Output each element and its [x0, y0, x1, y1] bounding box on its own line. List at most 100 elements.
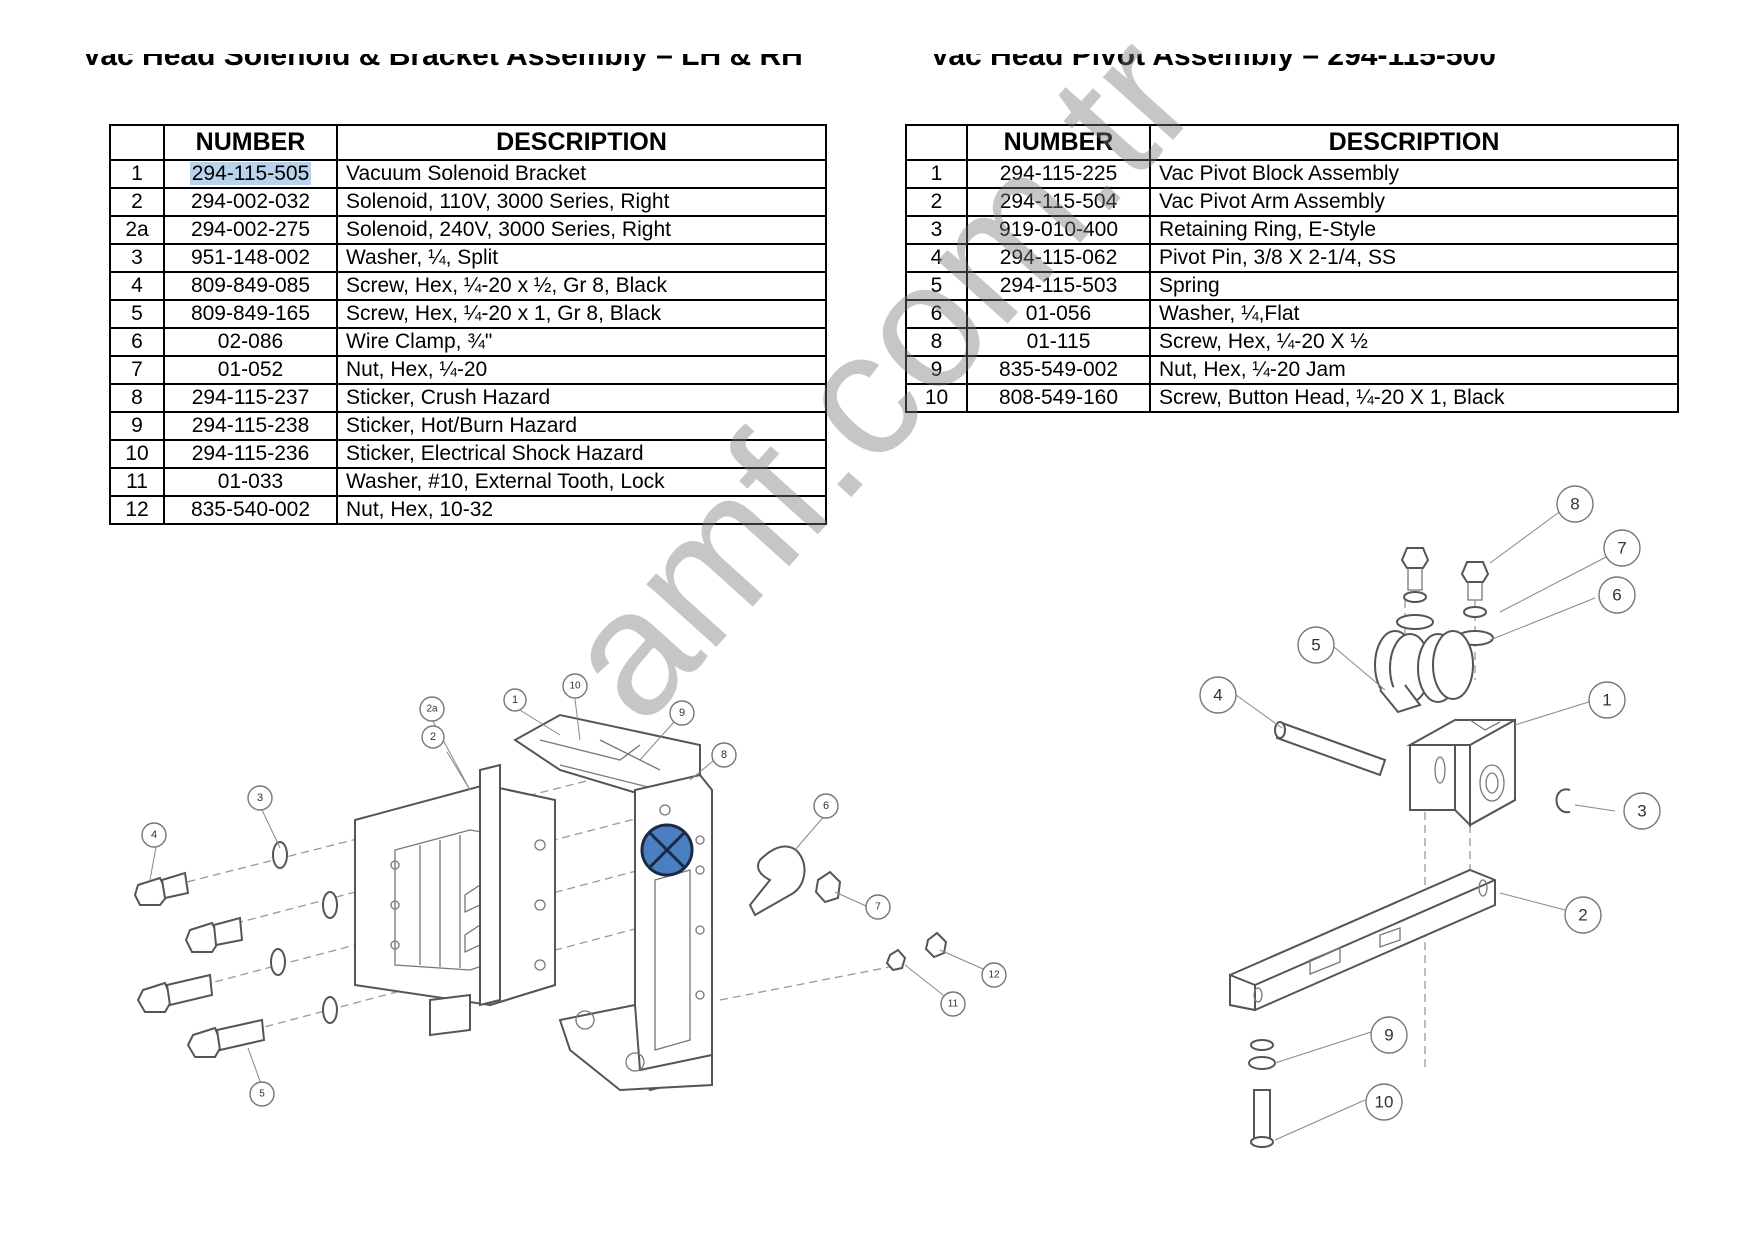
left-cell-item: 7 [109, 355, 165, 385]
right-cell-item: 9 [905, 355, 968, 385]
callout-bubble [562, 673, 588, 699]
right-cell-description: Nut, Hex, ¼-20 Jam [1149, 355, 1679, 385]
left-cell-description: Vacuum Solenoid Bracket [336, 159, 827, 189]
callout-bubble [1603, 529, 1641, 567]
left-cell-number: 809-849-165 [163, 299, 338, 329]
right-cell-description: Vac Pivot Arm Assembly [1149, 187, 1679, 217]
nut-10-32 [924, 931, 948, 959]
left-cell-item: 11 [109, 467, 165, 497]
torsion-spring [1374, 630, 1474, 714]
left-cell-item: 10 [109, 439, 165, 469]
callout-bubble [669, 700, 695, 726]
right-cell-description: Spring [1149, 271, 1679, 301]
left-cell-number: 835-540-002 [163, 495, 338, 525]
left-cell-item: 1 [109, 159, 165, 189]
callout-label: 6 [1612, 586, 1621, 605]
callout-bubble [865, 894, 891, 920]
left-cell-item: 5 [109, 299, 165, 329]
callout-bubble [1370, 1016, 1408, 1054]
right-cell-number: 835-549-002 [966, 355, 1151, 385]
pivot-pin [1275, 721, 1387, 777]
callout-label: 4 [151, 829, 157, 841]
retaining-ring [1555, 788, 1571, 814]
left-cell-number: 01-052 [163, 355, 338, 385]
right-assembly-title: Vac Head Pivot Assembly – 294-115-500 [930, 54, 1570, 94]
right-cell-number: 294-115-503 [966, 271, 1151, 301]
callout-label: 8 [1570, 495, 1579, 514]
callout-label: 7 [1617, 539, 1626, 558]
left-cell-number: 294-115-238 [163, 411, 338, 441]
right-assembly-title-text: Vac Head Pivot Assembly – 294-115-500 [930, 54, 1496, 72]
right-cell-number: 01-115 [966, 327, 1151, 357]
left-table-header-row: NUMBER DESCRIPTION [109, 124, 827, 161]
callout-label: 2 [1578, 906, 1587, 925]
left-cell-description: Sticker, Crush Hazard [336, 383, 827, 413]
right-cell-number: 919-010-400 [966, 215, 1151, 245]
right-cell-item: 4 [905, 243, 968, 273]
callout-label: 12 [988, 970, 1000, 981]
right-header-description: DESCRIPTION [1149, 124, 1679, 161]
hex-screws [133, 871, 266, 1058]
callout-bubble [421, 725, 445, 749]
callout-bubble [940, 991, 966, 1017]
left-cell-number: 294-115-505 [163, 159, 338, 189]
right-cell-description: Retaining Ring, E-Style [1149, 215, 1679, 245]
right-cell-description: Pivot Pin, 3/8 X 2-1/4, SS [1149, 243, 1679, 273]
callout-label: 6 [823, 800, 829, 812]
right-cell-item: 3 [905, 215, 968, 245]
right-cell-description: Vac Pivot Block Assembly [1149, 159, 1679, 189]
right-table-header-row: NUMBER DESCRIPTION [905, 124, 1679, 161]
right-cell-number: 294-115-504 [966, 187, 1151, 217]
pivot-assembly-drawing [1229, 509, 1616, 1148]
left-cell-description: Wire Clamp, ¾" [336, 327, 827, 357]
callout-label: 7 [875, 902, 881, 913]
callout-label: 5 [259, 1089, 265, 1100]
highlighted-part-number[interactable]: 294-115-505 [189, 162, 312, 185]
right-cell-description: Screw, Button Head, ¼-20 X 1, Black [1149, 383, 1679, 413]
left-cell-description: Washer, ¼, Split [336, 243, 827, 273]
callout-label: 1 [1602, 691, 1611, 710]
callout-bubble [1297, 626, 1335, 664]
right-header-item [905, 124, 968, 161]
callout-label: 5 [1311, 636, 1320, 655]
left-assembly-title-text: Vac Head Solenoid & Bracket Assembly – L… [82, 54, 803, 72]
right-header-number: NUMBER [966, 124, 1151, 161]
left-cell-item: 3 [109, 243, 165, 273]
right-cell-number: 01-056 [966, 299, 1151, 329]
table-row: 1 294-115-505 Vacuum Solenoid Bracket [109, 159, 827, 189]
top-screw-left [1400, 547, 1430, 569]
left-cell-number: 294-002-032 [163, 187, 338, 217]
callout-bubble [1556, 485, 1594, 523]
callout-label: 2 [430, 731, 436, 743]
right-cell-item: 10 [905, 383, 968, 413]
callout-label: 2a [426, 704, 438, 715]
left-header-description: DESCRIPTION [336, 124, 827, 161]
callout-bubble [249, 1081, 275, 1107]
left-cell-item: 2 [109, 187, 165, 217]
left-cell-description: Solenoid, 240V, 3000 Series, Right [336, 215, 827, 245]
button-head-screw [1253, 1089, 1271, 1141]
callout-label: 4 [1213, 686, 1222, 705]
callout-bubble [503, 688, 527, 712]
callout-bubble [1199, 676, 1237, 714]
hex-nut [814, 870, 842, 904]
callout-label: 1 [512, 694, 518, 706]
callout-bubble [1564, 896, 1602, 934]
right-cell-number: 294-115-225 [966, 159, 1151, 189]
callout-label: 9 [1384, 1026, 1393, 1045]
